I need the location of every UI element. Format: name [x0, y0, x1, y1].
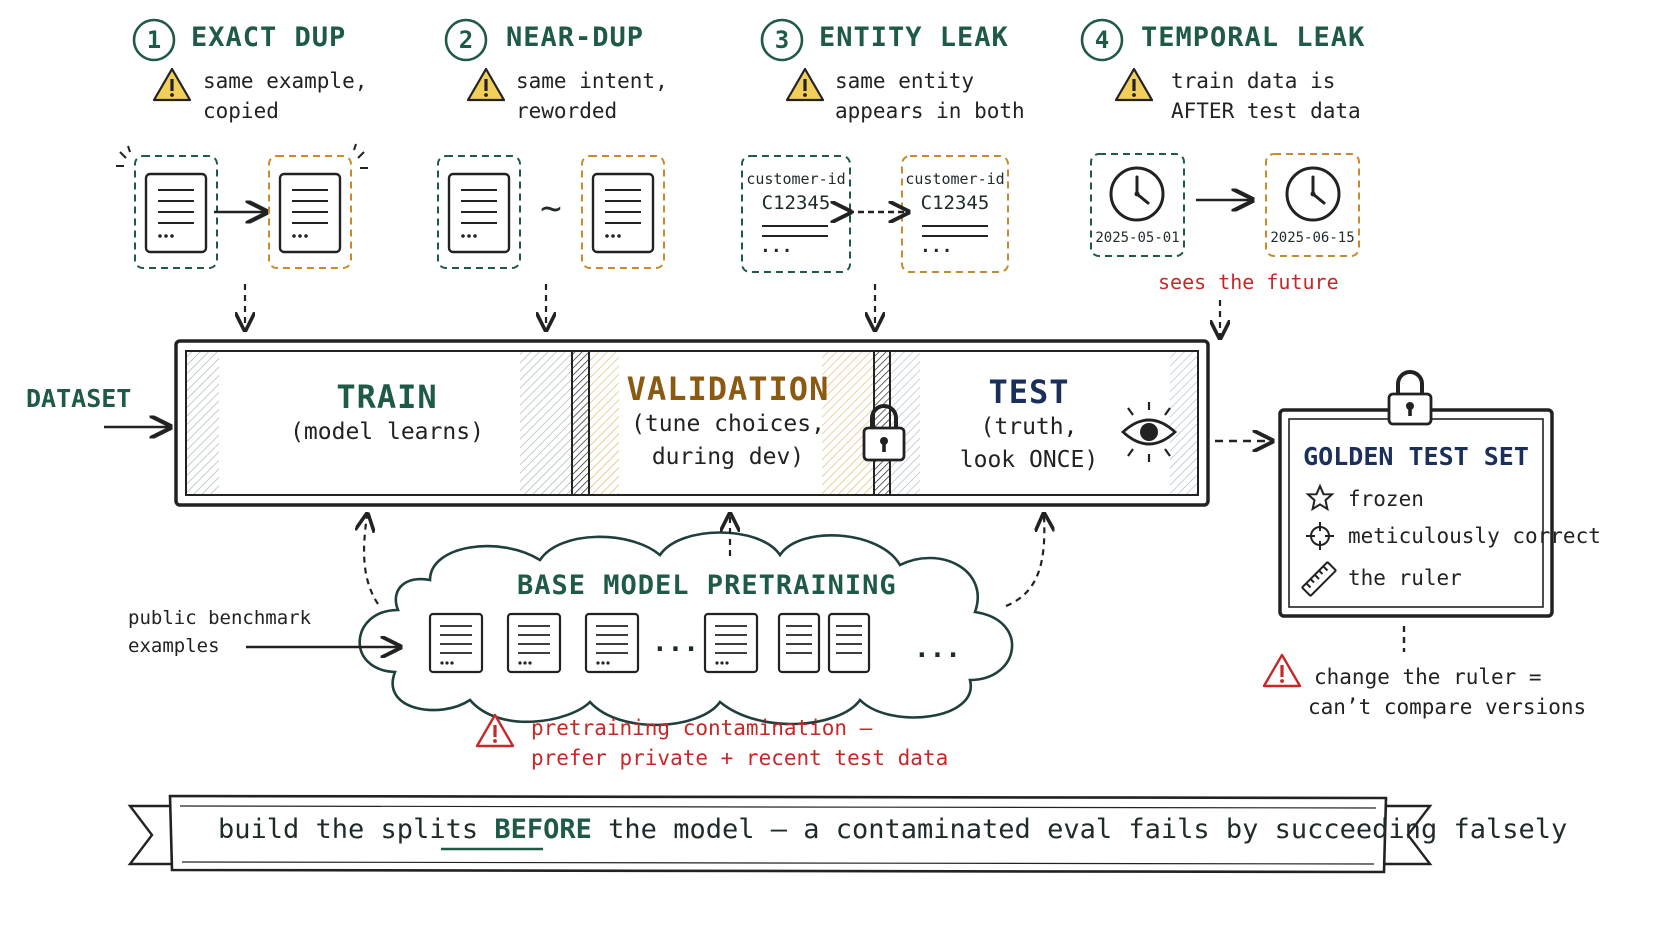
pretraining-title: BASE MODEL PRETRAINING — [517, 570, 897, 601]
entity-label: customer-id — [746, 170, 846, 188]
warning-icon — [152, 67, 192, 102]
banner-part-2: the model — a contaminated eval fails by… — [608, 814, 1568, 845]
ruler-icon — [1301, 561, 1337, 597]
document-icon — [827, 612, 871, 674]
leak-number: 1 — [146, 26, 162, 54]
golden-item-ruler: the ruler — [1348, 566, 1462, 590]
train-subtitle: (model learns) — [290, 419, 484, 445]
document-icon — [777, 612, 821, 674]
number-badge-3 — [760, 18, 804, 62]
train-split: TRAIN (model learns) — [222, 378, 552, 449]
train-date: 2025-05-01 — [1095, 230, 1180, 246]
test-date-card — [1265, 153, 1360, 257]
clock-icon — [1285, 166, 1341, 222]
leak-title-near-dup: NEAR-DUP — [506, 22, 645, 53]
split-divider — [571, 350, 590, 496]
leak-warning: same example,copied — [203, 69, 368, 123]
banner-emphasis: BEFORE — [494, 814, 592, 845]
document-icon — [591, 172, 655, 254]
docs-ellipsis-end: ... — [914, 634, 961, 664]
test-subtitle-1: (truth, — [980, 414, 1078, 440]
leak-number: 2 — [458, 26, 474, 54]
dataset-label: DATASET — [26, 384, 132, 413]
train-date-card — [1090, 153, 1185, 257]
split-divider — [873, 350, 891, 496]
golden-title: GOLDEN TEST SET — [1303, 442, 1529, 471]
entity-value: C12345 — [761, 192, 831, 214]
leak-number: 3 — [774, 26, 790, 54]
banner-part-1: build the splits — [218, 814, 479, 845]
crosshair-icon — [1306, 522, 1334, 550]
sparkle-icon — [116, 143, 368, 169]
near-dup-symbol: ~ — [540, 188, 562, 229]
leak-title-entity-leak: ENTITY LEAK — [819, 22, 1009, 53]
warning-icon — [1262, 653, 1302, 688]
docs-ellipsis: ... — [652, 628, 699, 658]
golden-item-correct: meticulously correct — [1348, 524, 1601, 548]
document-icon — [506, 612, 562, 674]
entity-ellipsis: ... — [760, 236, 793, 257]
validation-subtitle-1: (tune choices, — [631, 411, 825, 437]
document-icon — [584, 612, 640, 674]
lock-icon — [1387, 370, 1433, 426]
entity-value: C12345 — [920, 192, 990, 214]
document-icon — [278, 172, 342, 254]
star-icon — [1305, 483, 1335, 512]
test-date: 2025-06-15 — [1270, 230, 1355, 246]
test-split: TEST (truth, look ONCE) — [922, 373, 1136, 477]
future-note: sees the future — [1158, 270, 1339, 294]
golden-warning: change the ruler = can’t compare version… — [1308, 665, 1587, 719]
number-badge-4 — [1080, 18, 1124, 62]
entity-ellipsis: ... — [920, 236, 953, 257]
warning-icon — [1114, 67, 1154, 102]
leak-number: 4 — [1094, 26, 1110, 54]
leak-title-temporal-leak: TEMPORAL LEAK — [1141, 22, 1366, 53]
test-subtitle-2: look ONCE) — [959, 447, 1099, 473]
banner-text: build the splits BEFORE the model — a co… — [218, 814, 1567, 845]
warning-icon — [785, 67, 825, 102]
eye-icon — [1120, 402, 1178, 462]
document-icon — [703, 612, 759, 674]
validation-subtitle-2: during dev) — [651, 444, 805, 470]
document-icon — [447, 172, 511, 254]
train-sample-frame — [437, 155, 521, 269]
clock-icon — [1109, 166, 1165, 222]
validation-split: VALIDATION (tune choices, during dev) — [590, 370, 866, 474]
document-icon — [428, 612, 484, 674]
test-sample-frame — [581, 155, 665, 269]
warning-icon — [466, 67, 506, 102]
pretraining-warning: pretraining contamination —prefer privat… — [531, 716, 949, 770]
test-sample-frame — [268, 155, 352, 269]
test-title: TEST — [988, 373, 1070, 411]
bottom-banner — [127, 794, 1433, 874]
leak-warning: same intent,reworded — [516, 69, 668, 123]
pretraining-cloud — [358, 531, 1014, 727]
golden-item-frozen: frozen — [1348, 487, 1424, 511]
number-badge-1 — [132, 18, 176, 62]
leak-title-exact-dup: EXACT DUP — [191, 22, 347, 53]
train-title: TRAIN — [336, 378, 438, 416]
entity-label: customer-id — [905, 170, 1005, 188]
validation-title: VALIDATION — [626, 370, 830, 408]
document-icon — [144, 172, 208, 254]
number-badge-2 — [444, 18, 488, 62]
